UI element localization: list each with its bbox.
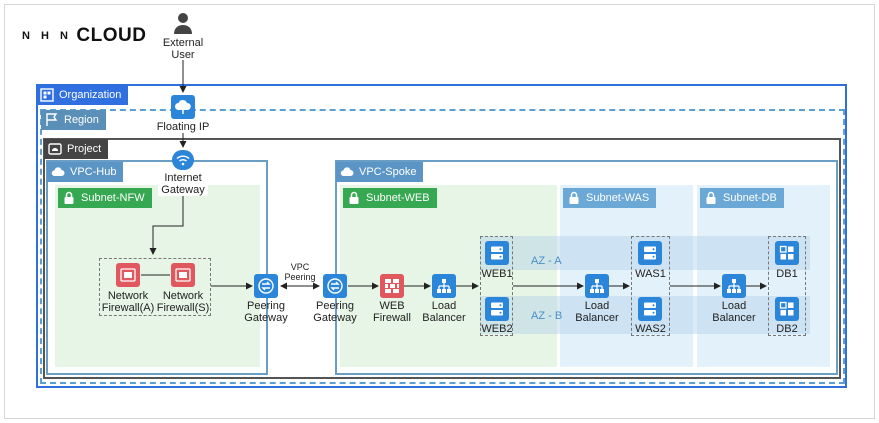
user-icon bbox=[173, 12, 193, 34]
firewall-s-label: Network Firewall(S) bbox=[156, 290, 210, 314]
load-balancer-was-label: Load Balancer bbox=[575, 300, 619, 324]
web2-server-icon bbox=[485, 297, 509, 321]
nhn-cloud-logo: N H N CLOUD bbox=[22, 25, 147, 46]
organization-tag: Organization bbox=[36, 85, 129, 105]
web-firewall-label: WEB Firewall bbox=[373, 300, 411, 324]
was2-server-icon bbox=[638, 297, 662, 321]
lock-icon bbox=[704, 191, 718, 205]
subnet-db-tag: Subnet-DB bbox=[700, 188, 784, 208]
region-tag: Region bbox=[41, 110, 106, 130]
db1-icon bbox=[775, 241, 799, 265]
lock-icon bbox=[62, 191, 76, 205]
floating-ip-icon bbox=[171, 95, 195, 119]
vpc-spoke-tag: VPC-Spoke bbox=[336, 162, 424, 182]
subnet-was-box bbox=[560, 185, 693, 367]
web1-label: WEB1 bbox=[481, 268, 513, 280]
vpc-hub-box bbox=[46, 160, 268, 375]
was-server-group bbox=[631, 236, 670, 336]
cloud-icon bbox=[51, 165, 65, 179]
web1-server-icon bbox=[485, 241, 509, 265]
vpc-hub-tag: VPC-Hub bbox=[47, 162, 124, 182]
subnet-was-tag: Subnet-WAS bbox=[563, 188, 657, 208]
project-icon bbox=[48, 142, 62, 156]
vpc-spoke-box bbox=[335, 160, 838, 375]
load-balancer-web-icon bbox=[432, 274, 456, 298]
db2-icon bbox=[775, 297, 799, 321]
peering-gateway-hub-label: Peering Gateway bbox=[244, 300, 288, 324]
organization-box bbox=[36, 84, 847, 388]
cloud-icon bbox=[340, 165, 354, 179]
db-server-group bbox=[768, 236, 806, 336]
firewall-s-icon bbox=[171, 263, 195, 287]
web2-label: WEB2 bbox=[481, 323, 513, 335]
peering-gateway-spoke-icon bbox=[323, 274, 347, 298]
internet-gateway-icon bbox=[172, 150, 194, 170]
project-box bbox=[43, 138, 841, 379]
was2-label: WAS2 bbox=[635, 323, 666, 335]
firewall-a-icon bbox=[116, 263, 140, 287]
subnet-db-box bbox=[697, 185, 830, 367]
web-server-group bbox=[480, 236, 513, 336]
firewall-group bbox=[99, 258, 211, 316]
web-firewall-icon bbox=[380, 274, 404, 298]
external-user-label: External User bbox=[162, 37, 204, 61]
organization-icon bbox=[40, 88, 54, 102]
load-balancer-db-icon bbox=[722, 274, 746, 298]
load-balancer-was-icon bbox=[585, 274, 609, 298]
az-a-label: AZ - A bbox=[531, 255, 562, 267]
load-balancer-db-label: Load Balancer bbox=[712, 300, 756, 324]
vpc-peering-label: VPC Peering bbox=[284, 262, 316, 282]
db1-label: DB1 bbox=[776, 268, 798, 280]
subnet-web-tag: Subnet-WEB bbox=[343, 188, 437, 208]
internet-gateway-label: Internet Gateway bbox=[158, 172, 208, 196]
was1-label: WAS1 bbox=[635, 268, 666, 280]
project-tag: Project bbox=[44, 139, 109, 159]
was1-server-icon bbox=[638, 241, 662, 265]
az-b-label: AZ - B bbox=[531, 310, 563, 322]
lock-icon bbox=[347, 191, 361, 205]
subnet-nfw-tag: Subnet-NFW bbox=[58, 188, 152, 208]
peering-gateway-spoke-label: Peering Gateway bbox=[313, 300, 357, 324]
peering-gateway-hub-icon bbox=[254, 274, 278, 298]
floating-ip-label: Floating IP bbox=[150, 121, 216, 133]
load-balancer-web-label: Load Balancer bbox=[422, 300, 466, 324]
db2-label: DB2 bbox=[776, 323, 798, 335]
region-box bbox=[40, 109, 845, 384]
lock-icon bbox=[567, 191, 581, 205]
flag-icon bbox=[45, 113, 59, 127]
firewall-a-label: Network Firewall(A) bbox=[101, 290, 155, 314]
